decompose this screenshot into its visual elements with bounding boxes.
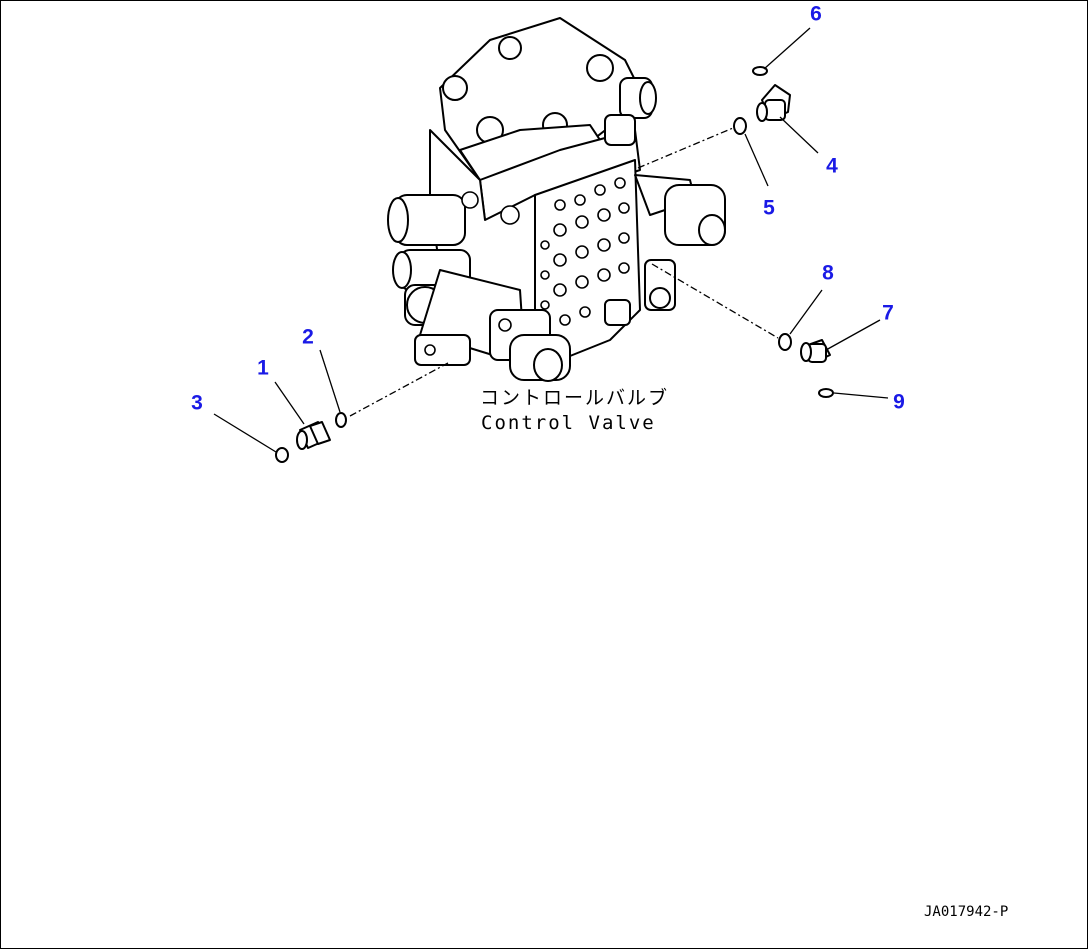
callout-2: 2 — [302, 325, 314, 349]
part-6-o-ring — [752, 66, 768, 76]
part-2-o-ring — [335, 412, 347, 428]
callout-5: 5 — [763, 196, 775, 220]
part-5-o-ring — [733, 117, 747, 135]
caption-japanese: コントロールバルブ — [480, 387, 670, 409]
part-3-o-ring — [275, 447, 289, 463]
callout-8: 8 — [822, 261, 834, 285]
part-1-fitting — [296, 421, 331, 450]
callout-6: 6 — [810, 2, 822, 26]
part-9-o-ring — [818, 388, 834, 398]
document-code: JA017942-P — [924, 904, 1009, 920]
callout-9: 9 — [893, 390, 905, 414]
control-valve-body — [387, 17, 726, 382]
part-8-o-ring — [778, 333, 792, 351]
leader-lines — [213, 27, 889, 453]
part-7-elbow-fitting — [800, 339, 831, 363]
callout-7: 7 — [882, 301, 894, 325]
callout-3: 3 — [191, 391, 203, 415]
caption-english: Control Valve — [481, 412, 656, 434]
callout-1: 1 — [257, 356, 269, 380]
part-4-elbow-fitting — [756, 84, 791, 122]
callout-4: 4 — [826, 154, 838, 178]
